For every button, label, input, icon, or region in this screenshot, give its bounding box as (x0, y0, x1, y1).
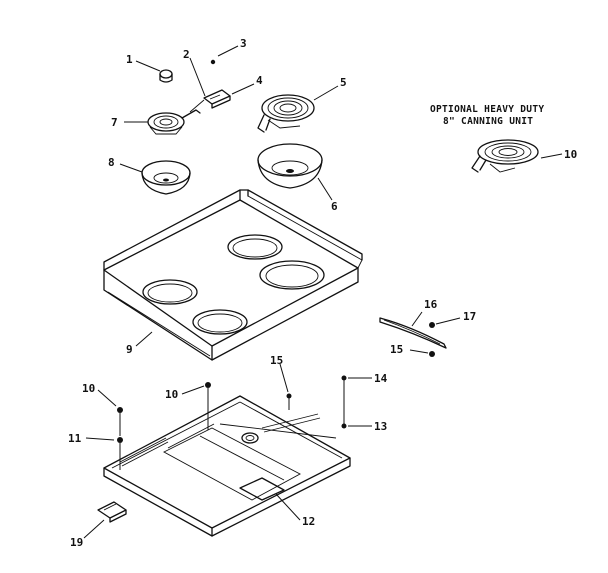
screw (210, 59, 216, 65)
screw-15-top (286, 393, 292, 399)
large-surface-element (257, 94, 315, 133)
callout-10-left: 10 (82, 382, 95, 395)
callout-12: 12 (302, 515, 315, 528)
note-line-1: OPTIONAL HEAVY DUTY (430, 104, 544, 115)
small-surface-element (147, 109, 201, 135)
callout-7: 7 (111, 116, 118, 129)
small-drip-bowl (141, 160, 191, 195)
callout-16: 16 (424, 298, 438, 311)
side-trim-bracket (379, 317, 447, 349)
note-line-2: 8" CANNING UNIT (443, 116, 533, 127)
callout-14: 14 (374, 372, 388, 385)
callout-17: 17 (463, 310, 476, 323)
callout-1: 1 (126, 53, 133, 66)
knob (159, 69, 173, 83)
screw-14 (341, 375, 347, 381)
screw-10-left (117, 407, 123, 413)
clip (97, 501, 127, 523)
callout-4: 4 (256, 74, 263, 87)
screw-13 (341, 423, 347, 429)
callout-15-top: 15 (270, 354, 283, 367)
callout-3: 3 (240, 37, 247, 50)
terminal-block (189, 89, 231, 113)
callout-6: 6 (331, 200, 338, 213)
callout-8: 8 (108, 156, 115, 169)
callout-5: 5 (340, 76, 347, 89)
bracket-screw (429, 322, 435, 328)
callout-11: 11 (68, 432, 82, 445)
callout-15-right: 15 (390, 343, 403, 356)
callout-19: 19 (70, 536, 83, 549)
callout-9: 9 (126, 343, 133, 356)
screw-10-center (205, 382, 211, 388)
bottom-pan (103, 395, 351, 537)
callout-2: 2 (183, 48, 190, 61)
canning-unit-element (471, 139, 539, 173)
callout-10-center: 10 (165, 388, 178, 401)
large-drip-bowl (257, 143, 323, 189)
callout-10-canning: 10 (564, 148, 577, 161)
callout-13: 13 (374, 420, 387, 433)
nut-11 (117, 437, 123, 443)
bracket-nut (429, 351, 435, 357)
main-top (103, 189, 363, 361)
